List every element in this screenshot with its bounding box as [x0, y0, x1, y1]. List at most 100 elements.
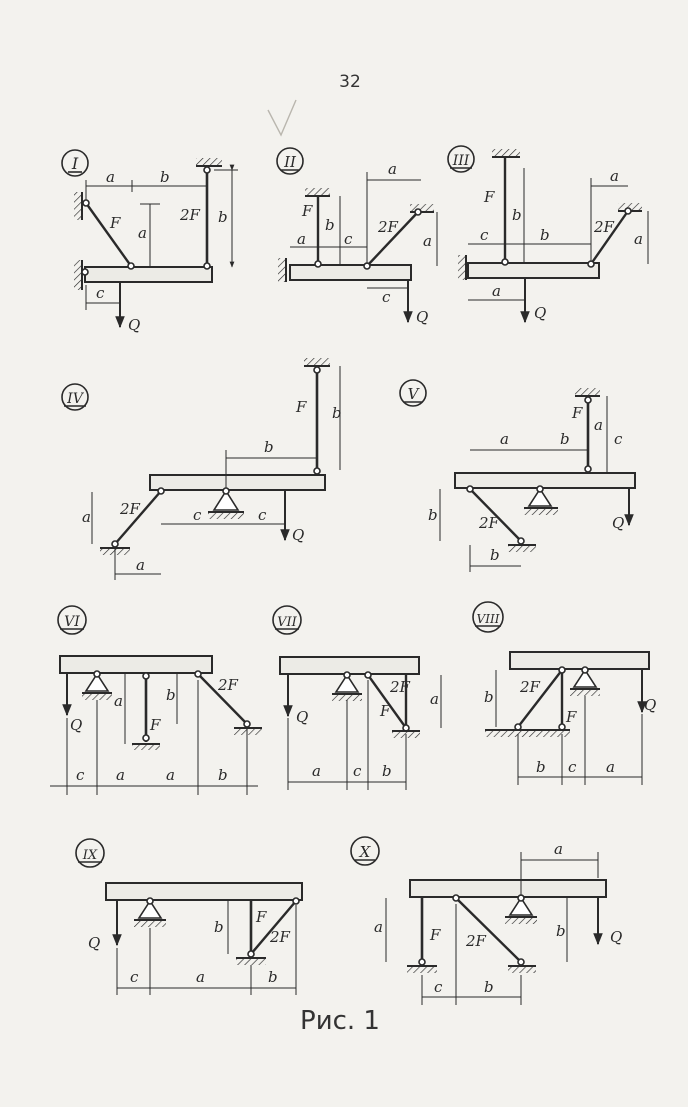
svg-text:a: a — [634, 230, 643, 248]
svg-text:b: b — [560, 430, 570, 448]
svg-text:2F: 2F — [269, 928, 291, 946]
dim-label: b — [218, 208, 228, 226]
svg-text:Q: Q — [292, 526, 304, 544]
svg-text:IV: IV — [66, 391, 85, 407]
svg-text:Q: Q — [612, 514, 624, 532]
svg-text:b: b — [382, 762, 392, 780]
rod-f — [85, 202, 132, 267]
svg-text:2F: 2F — [377, 218, 399, 236]
svg-text:c: c — [193, 506, 202, 524]
svg-text:2F: 2F — [389, 678, 411, 696]
svg-text:b: b — [264, 438, 274, 456]
svg-text:c: c — [382, 288, 391, 306]
svg-text:F: F — [429, 926, 441, 944]
svg-text:b: b — [536, 758, 546, 776]
figure-caption: Рис. 1 — [300, 1006, 380, 1036]
svg-text:II: II — [283, 153, 297, 171]
svg-text:Q: Q — [416, 308, 428, 326]
svg-text:a: a — [114, 692, 123, 710]
svg-text:c: c — [344, 230, 353, 248]
svg-text:X: X — [359, 843, 372, 861]
svg-text:a: a — [606, 758, 615, 776]
dim-label: b — [160, 168, 170, 186]
svg-text:a: a — [388, 160, 397, 178]
svg-text:b: b — [484, 688, 494, 706]
svg-text:F: F — [255, 908, 267, 926]
svg-text:2F: 2F — [217, 676, 239, 694]
svg-text:a: a — [594, 416, 603, 434]
beam — [409, 879, 607, 898]
figure-vi: VI Q a F b 2F c a a b — [50, 605, 262, 795]
svg-text:b: b — [325, 216, 335, 234]
svg-text:a: a — [82, 508, 91, 526]
svg-text:c: c — [568, 758, 577, 776]
svg-text:b: b — [556, 922, 566, 940]
svg-text:Q: Q — [610, 928, 622, 946]
beam — [105, 882, 303, 901]
beam — [454, 472, 636, 489]
svg-text:2F: 2F — [119, 500, 141, 518]
svg-text:IX: IX — [82, 848, 98, 863]
svg-text:V: V — [408, 385, 421, 403]
pencil-mark — [267, 99, 297, 137]
svg-text:F: F — [149, 716, 161, 734]
dim-label: a — [138, 224, 147, 242]
beam — [509, 651, 650, 670]
figure-v: V F a a b c b 2F b Q — [399, 379, 636, 572]
svg-text:a: a — [500, 430, 509, 448]
svg-text:F: F — [571, 404, 583, 422]
svg-text:a: a — [166, 766, 175, 784]
figure-i: I a b F 2F a b — [61, 149, 238, 334]
svg-text:a: a — [116, 766, 125, 784]
svg-text:a: a — [610, 167, 619, 185]
svg-text:a: a — [430, 690, 439, 708]
svg-text:b: b — [214, 918, 224, 936]
svg-text:b: b — [512, 206, 522, 224]
figure-i-roman: I — [71, 154, 79, 173]
dim-label: c — [96, 284, 105, 302]
svg-text:a: a — [312, 762, 321, 780]
svg-text:a: a — [374, 918, 383, 936]
svg-text:c: c — [76, 766, 85, 784]
svg-text:III: III — [452, 153, 470, 169]
svg-text:b: b — [428, 506, 438, 524]
svg-text:b: b — [490, 546, 500, 564]
svg-text:F: F — [301, 202, 313, 220]
svg-text:2F: 2F — [465, 932, 487, 950]
svg-text:VII: VII — [277, 615, 298, 630]
svg-text:VIII: VIII — [477, 612, 500, 626]
svg-text:a: a — [196, 968, 205, 986]
svg-text:b: b — [484, 978, 494, 996]
dim-label: a — [106, 168, 115, 186]
figure-iii: III a F b 2F a c b a Q — [447, 145, 649, 324]
svg-text:c: c — [614, 430, 623, 448]
svg-text:b: b — [218, 766, 228, 784]
svg-text:F: F — [483, 188, 495, 206]
figure-viii: VIII b 2F F Q b c a — [472, 601, 656, 785]
svg-text:F: F — [295, 398, 307, 416]
svg-text:a: a — [136, 556, 145, 574]
rod-2f — [366, 211, 419, 267]
svg-text:b: b — [332, 404, 342, 422]
svg-text:F: F — [565, 708, 577, 726]
svg-text:2F: 2F — [593, 218, 615, 236]
load-label: Q — [128, 316, 140, 334]
figure-vii: VII Q 2F F a a c b — [272, 605, 442, 790]
svg-text:a: a — [297, 230, 306, 248]
svg-text:b: b — [540, 226, 550, 244]
figure-ii: II a F b 2F a a c c Q — [276, 147, 438, 326]
svg-text:Q: Q — [644, 696, 656, 714]
svg-text:b: b — [268, 968, 278, 986]
beam — [279, 656, 420, 675]
svg-text:a: a — [492, 282, 501, 300]
svg-text:c: c — [480, 226, 489, 244]
svg-text:c: c — [353, 762, 362, 780]
svg-text:a: a — [423, 232, 432, 250]
svg-text:c: c — [130, 968, 139, 986]
beam — [59, 655, 213, 674]
svg-text:c: c — [258, 506, 267, 524]
svg-text:F: F — [379, 702, 391, 720]
figure-iv: IV F b b a 2F c c a Q — [61, 358, 342, 580]
figure-i-badge — [61, 149, 89, 177]
